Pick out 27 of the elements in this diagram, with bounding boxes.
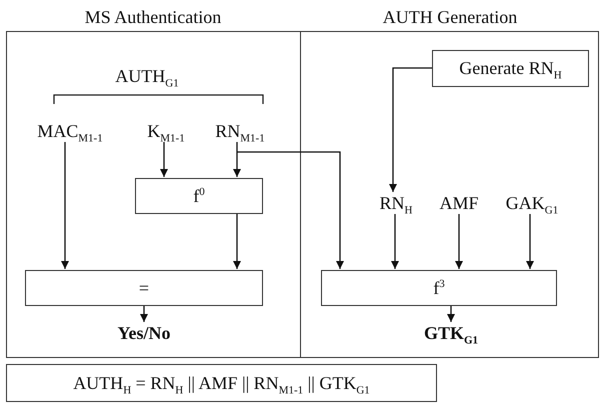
arrow [237,151,344,269]
arrow [447,306,455,322]
arrow [233,214,241,269]
function-box: f$^{3}$ [321,270,557,306]
panel-heading: MS Authentication [84,7,222,27]
formula-box: AUTH$_{H}$ = RN$_{H}$ || AMF || RN$_{M1-1}$ || GTK$_{G1}$ [6,364,437,402]
variable-label: AMF [440,193,478,213]
arrow [233,142,241,177]
variable-label: RN$_{M1-1}$ [215,121,265,141]
arrow [526,214,534,269]
arrow [160,142,168,177]
variable-label: K$_{M1-1}$ [147,121,185,141]
arrow [455,214,463,269]
arrow [61,142,69,269]
variable-label: GAK$_{G1}$ [506,193,558,213]
output-label: GTK$_{G1}$ [424,323,478,343]
output-label: Yes/No [118,323,170,343]
variable-label: RN$_{H}$ [380,193,412,213]
variable-label: MAC$_{M1-1}$ [37,121,103,141]
arrow [140,306,148,322]
bracket-label: AUTH$_{G1}$ [115,66,179,86]
function-box: f$^{0}$ [135,178,263,214]
function-box: Generate RN$_{H}$ [432,50,589,87]
arrow [391,214,399,269]
arrow [389,67,432,192]
function-box: = [25,270,263,306]
panel-heading: AUTH Generation [382,7,518,27]
